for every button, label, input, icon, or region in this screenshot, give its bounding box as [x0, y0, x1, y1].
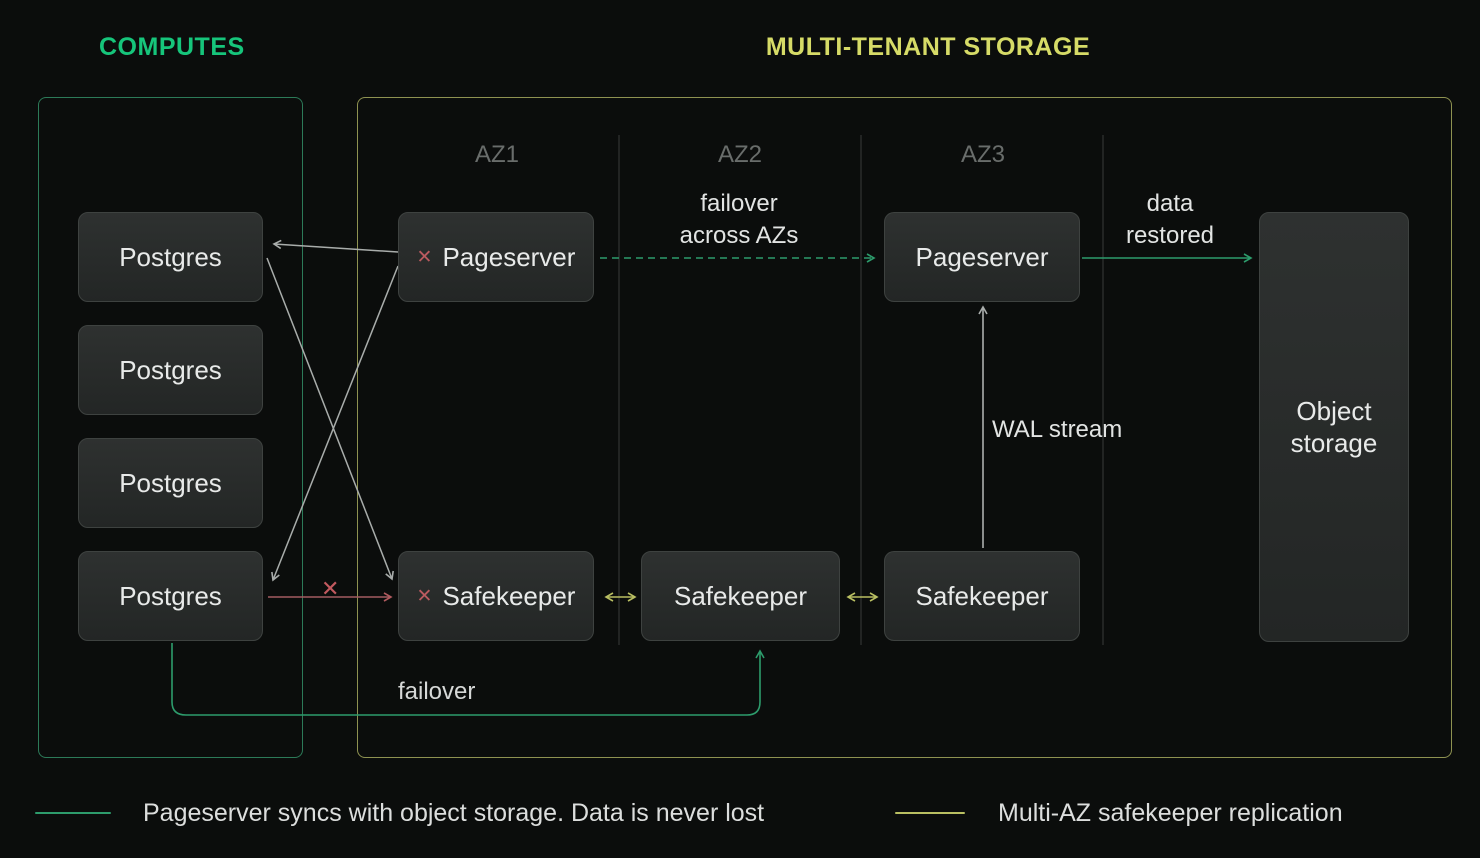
computes-panel	[38, 97, 303, 758]
safekeeper-label: Safekeeper	[442, 580, 576, 611]
legend-green-line	[35, 812, 111, 814]
object-storage-node: Object storage	[1259, 212, 1409, 642]
legend-pageserver-sync-label: Pageserver syncs with object storage. Da…	[143, 799, 765, 827]
legend-multi-az-label: Multi-AZ safekeeper replication	[998, 799, 1343, 827]
pageserver-az3-node: Pageserver	[884, 212, 1080, 302]
data-restored-line1: data	[1146, 190, 1194, 217]
failover-across-azs-label: failover across AZs	[640, 188, 838, 251]
data-restored-line2: restored	[1125, 221, 1215, 249]
postgres-label: Postgres	[119, 241, 222, 272]
failover-label: failover	[398, 678, 476, 705]
computes-title: COMPUTES	[99, 33, 245, 61]
safekeeper-az1-node: ✕ Safekeeper	[398, 551, 594, 641]
pageserver-label: Pageserver	[442, 241, 576, 272]
postgres-node-2: Postgres	[78, 325, 263, 415]
failover-across-line1: failover	[700, 190, 778, 217]
postgres-node-3: Postgres	[78, 438, 263, 528]
az2-label: AZ2	[717, 141, 762, 168]
failed-x-icon: ✕	[416, 585, 433, 607]
safekeeper-label: Safekeeper	[915, 580, 1049, 611]
failed-x-icon: ✕	[416, 246, 433, 268]
az1-label: AZ1	[474, 141, 519, 168]
postgres-label: Postgres	[119, 354, 222, 385]
object-storage-label: Object storage	[1290, 395, 1378, 459]
pageserver-az1-node: ✕ Pageserver	[398, 212, 594, 302]
wal-stream-label: WAL stream	[992, 416, 1123, 443]
pageserver-label: Pageserver	[915, 241, 1049, 272]
legend-yellow-line	[895, 812, 965, 814]
safekeeper-az3-node: Safekeeper	[884, 551, 1080, 641]
postgres-node-4: Postgres	[78, 551, 263, 641]
postgres-node-1: Postgres	[78, 212, 263, 302]
failover-across-line2: across AZs	[679, 221, 799, 249]
storage-title: MULTI-TENANT STORAGE	[765, 33, 1091, 61]
data-restored-label: data restored	[1105, 188, 1235, 251]
broken-link-x-icon: ✕	[321, 576, 340, 601]
postgres-label: Postgres	[119, 467, 222, 498]
postgres-label: Postgres	[119, 580, 222, 611]
az3-label: AZ3	[960, 141, 1005, 168]
safekeeper-az2-node: Safekeeper	[641, 551, 840, 641]
safekeeper-label: Safekeeper	[674, 580, 807, 611]
